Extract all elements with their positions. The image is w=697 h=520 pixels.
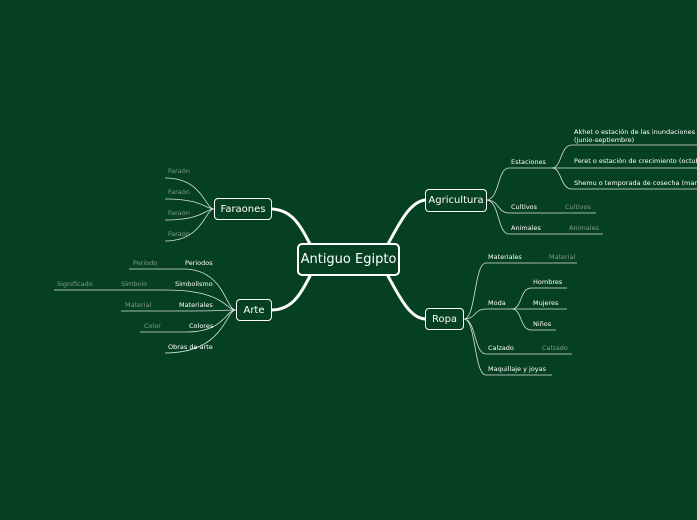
ropa-calzado[interactable]: Calzado [488,344,514,352]
faraones-item-1[interactable]: Faraón [168,167,190,175]
arte-simbolismo[interactable]: Simbolismo [175,280,213,288]
arte-periodos[interactable]: Periodos [185,259,213,267]
arte-obras[interactable]: Obras de arte [168,343,213,351]
estacion-shemu[interactable]: Shemu o temporada de cosecha (marzo-mayo… [574,179,697,187]
topic-agricultura[interactable]: Agricultura [425,189,487,212]
estacion-akhet[interactable]: Akhet o estación de las inundaciones (ju… [574,128,696,144]
arte-material[interactable]: Material [125,301,152,309]
faraones-item-2[interactable]: Faraón [168,188,190,196]
arte-significado[interactable]: Significado [57,280,93,288]
link-central-faraones [270,207,312,246]
estacion-peret[interactable]: Peret o estación de crecimiento (octubre… [574,157,697,165]
agricultura-estaciones[interactable]: Estaciones [511,158,546,166]
faraones-item-3[interactable]: Faraón [168,209,190,217]
ropa-calzado-child[interactable]: Calzado [542,344,568,352]
arte-periodo[interactable]: Periodo [133,259,158,267]
agricultura-cultivos-child[interactable]: Cultivos [565,203,592,211]
topic-arte[interactable]: Arte [236,299,272,321]
faraones-item-4[interactable]: Faraón [168,230,190,238]
ropa-materiales[interactable]: Materiales [488,253,522,261]
central-topic[interactable]: Antiguo Egipto [297,243,400,276]
ropa-moda[interactable]: Moda [488,299,506,307]
agricultura-animales-child[interactable]: Animales [569,224,599,232]
ropa-maquillaje[interactable]: Maquillaje y joyas [488,365,547,373]
moda-hombres[interactable]: Hombres [533,278,563,286]
topic-ropa[interactable]: Ropa [425,308,464,330]
ropa-material[interactable]: Material [549,253,576,261]
moda-ninos[interactable]: Niños [533,320,552,328]
moda-mujeres[interactable]: Mujeres [533,299,559,307]
link-central-arte [269,274,312,312]
agricultura-cultivos[interactable]: Cultivos [511,203,538,211]
link-central-agricultura [386,198,427,246]
link-central-ropa [386,274,427,321]
arte-simbolo[interactable]: Símbolo [121,280,148,288]
arte-materiales[interactable]: Materiales [179,301,213,309]
arte-color[interactable]: Color [144,322,161,330]
topic-faraones[interactable]: Faraones [214,198,272,220]
agricultura-animales[interactable]: Animales [511,224,541,232]
arte-colores[interactable]: Colores [189,322,214,330]
